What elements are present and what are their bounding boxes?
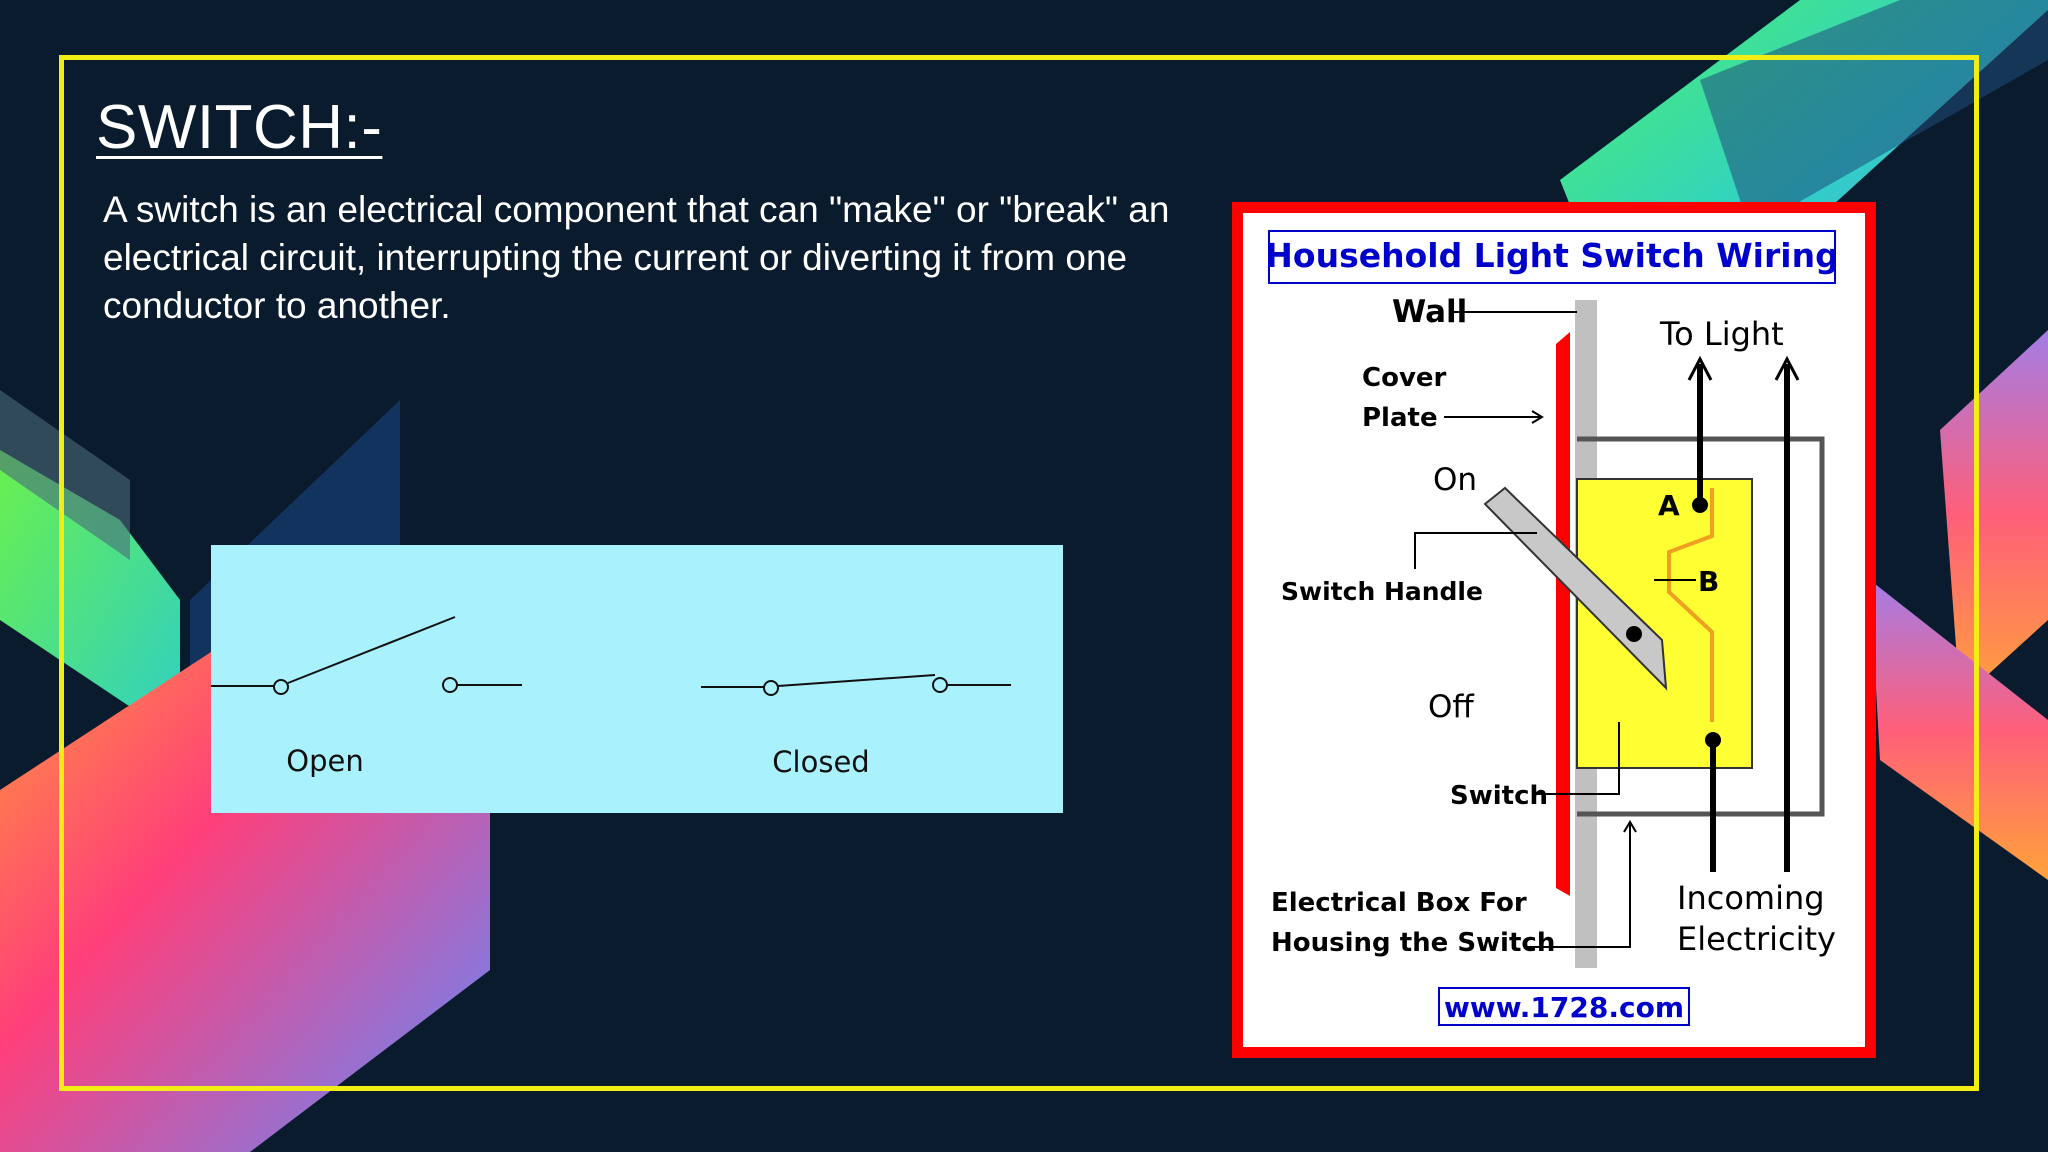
diagram-title: Household Light Switch Wiring bbox=[1265, 236, 1838, 275]
label-a: A bbox=[1658, 489, 1680, 522]
slide-body-text: A switch is an electrical component that… bbox=[103, 189, 1170, 326]
open-switch-symbol bbox=[211, 616, 522, 695]
open-label: Open bbox=[286, 744, 363, 778]
label-b: B bbox=[1698, 565, 1719, 598]
label-incoming: Incoming bbox=[1677, 879, 1825, 917]
label-wall: Wall bbox=[1392, 294, 1467, 330]
slide-title: SWITCH:- bbox=[96, 93, 383, 162]
label-off: Off bbox=[1428, 689, 1474, 725]
closed-label: Closed bbox=[772, 745, 869, 779]
household-wiring-diagram: Household Light Switch Wiring bbox=[1232, 202, 1876, 1058]
closed-switch-symbol bbox=[701, 674, 1011, 696]
diagram-footer-url: www.1728.com bbox=[1444, 991, 1684, 1024]
label-on: On bbox=[1433, 462, 1477, 498]
label-to-light: To Light bbox=[1659, 315, 1784, 353]
switch-handle-shape bbox=[1483, 486, 1668, 691]
label-cover: Cover bbox=[1362, 363, 1447, 393]
label-switch: Switch bbox=[1450, 781, 1548, 811]
label-box-line2: Housing the Switch bbox=[1271, 928, 1555, 958]
cover-plate-shape bbox=[1556, 332, 1570, 896]
slide-frame bbox=[59, 55, 1979, 1091]
label-plate: Plate bbox=[1362, 403, 1438, 433]
label-box-line1: Electrical Box For bbox=[1271, 888, 1527, 918]
label-electricity: Electricity bbox=[1677, 920, 1836, 958]
switch-states-diagram: Open Closed bbox=[211, 545, 1063, 813]
label-switch-handle: Switch Handle bbox=[1281, 577, 1483, 606]
